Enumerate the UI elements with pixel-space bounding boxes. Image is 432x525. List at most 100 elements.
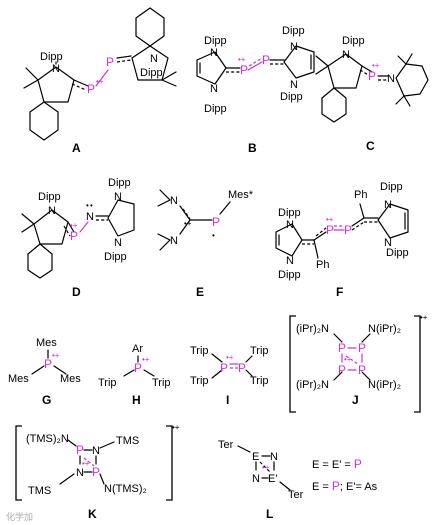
- atom-p: P: [358, 363, 366, 377]
- radical-cation-charge: •+: [172, 423, 180, 432]
- atom-n: N: [252, 473, 260, 485]
- legend-l-line-1: E = E' = P: [312, 457, 362, 471]
- trip-group: Trip: [152, 377, 171, 389]
- trip-group: Trip: [190, 375, 209, 387]
- radical-cation-charge: •+: [238, 55, 246, 64]
- label-j: J: [352, 393, 359, 407]
- atom-n: N: [114, 237, 122, 249]
- atom-n: N: [210, 47, 218, 59]
- structure-c: N Dipp P •+ N C: [315, 35, 429, 153]
- atom-n: N: [290, 41, 298, 53]
- terphenyl-group: Ter: [218, 439, 234, 451]
- tms-group: TMS: [28, 485, 51, 497]
- diisopropylamino-group: N(iPr)₂: [368, 323, 401, 335]
- atom-n: N: [342, 49, 350, 61]
- radical-cation-charge: •+: [262, 463, 270, 472]
- radical-cation-charge: •+: [344, 355, 352, 364]
- atom-n: N: [384, 199, 392, 211]
- structure-j: •+ (iPr)₂N N(iPr)₂ (iPr)₂N N(iPr)₂ P P P…: [289, 313, 428, 413]
- label-e: E: [196, 285, 204, 299]
- diisopropylamino-group: (iPr)₂N: [296, 379, 329, 391]
- atom-n: N: [384, 237, 392, 249]
- label-c: C: [366, 139, 375, 153]
- atom-n: N: [387, 73, 395, 85]
- radical-dot: •: [212, 231, 215, 240]
- atom-e-prime: E': [268, 473, 277, 485]
- structure-e: N N •+ P • Mes* E: [157, 189, 254, 299]
- dipp-group: Dipp: [140, 67, 163, 79]
- dipp-group: Dipp: [108, 177, 131, 189]
- trip-group: Trip: [250, 375, 269, 387]
- structure-d: N Dipp P •+ N • • N Dipp N Dipp D: [21, 177, 135, 299]
- atom-n: N: [290, 79, 298, 91]
- structure-i: Trip Trip Trip Trip P •+ P I: [190, 345, 269, 407]
- radical-cation-charge: •+: [82, 459, 90, 468]
- atom-p: P: [338, 363, 346, 377]
- radical-cation-charge: •+: [326, 215, 334, 224]
- label-a: A: [72, 141, 81, 155]
- atom-p: P: [87, 82, 95, 96]
- atom-n: N: [52, 63, 60, 75]
- atom-n: N: [286, 219, 294, 231]
- dipp-group: Dipp: [38, 191, 61, 203]
- atom-n: N: [92, 445, 100, 457]
- label-f: F: [336, 285, 343, 299]
- atom-p: P: [70, 229, 78, 243]
- radical-cation-charge: •+: [70, 221, 78, 230]
- dipp-group: Dipp: [386, 247, 409, 259]
- mes-group: Mes: [8, 373, 29, 385]
- atom-p: P: [358, 341, 366, 355]
- atom-n: N: [210, 83, 218, 95]
- dipp-group: Dipp: [278, 269, 301, 281]
- structure-f: N Dipp N Dipp Ph P •+ P Ph N Dipp N Dipp…: [275, 181, 409, 299]
- atom-p: P: [44, 357, 52, 371]
- atom-n: N: [270, 451, 278, 463]
- atom-n: N: [170, 235, 178, 247]
- tms-group: TMS: [116, 435, 139, 447]
- atom-p: P: [344, 223, 352, 237]
- atom-p: P: [240, 63, 248, 77]
- label-l: L: [266, 507, 273, 521]
- atom-p: P: [212, 215, 220, 229]
- atom-n: N: [114, 191, 122, 203]
- mes-group: Mes: [36, 337, 57, 349]
- dipp-group: Dipp: [204, 103, 227, 115]
- radical-cation-charge: •+: [52, 351, 60, 360]
- atom-n: N: [48, 205, 56, 217]
- diisopropylamino-group: N(iPr)₂: [368, 379, 401, 391]
- atom-n: N: [170, 195, 178, 207]
- atom-p: P: [134, 361, 142, 375]
- label-h: H: [132, 393, 141, 407]
- terphenyl-group: Ter: [288, 489, 304, 501]
- atom-p: P: [220, 361, 228, 375]
- radical-cation-charge: •+: [420, 313, 428, 322]
- structure-b: N Dipp N Dipp P •+ P N Dipp N Dipp B: [196, 25, 315, 155]
- dipp-group: Dipp: [104, 251, 127, 263]
- label-g: G: [42, 393, 51, 407]
- label-k: K: [88, 507, 97, 521]
- dipp-group: Dipp: [40, 51, 63, 63]
- structure-l: Ter E N •+ N E' Ter L E = E' = P E = P; …: [218, 439, 378, 521]
- radical-cation-charge: •+: [142, 355, 150, 364]
- radical-cation-charge: •+: [226, 353, 234, 362]
- mes-star-group: Mes*: [228, 189, 254, 201]
- phenyl-group: Ph: [354, 189, 367, 201]
- dipp-group: Dipp: [342, 35, 365, 47]
- atom-p: P: [76, 443, 84, 457]
- label-i: I: [226, 393, 229, 407]
- label-b: B: [248, 141, 257, 155]
- atom-p: P: [338, 341, 346, 355]
- dipp-group: Dipp: [204, 35, 227, 47]
- atom-n: N: [286, 255, 294, 267]
- atom-n: N: [76, 467, 84, 479]
- atom-p: P: [326, 223, 334, 237]
- phenyl-group: Ph: [316, 259, 329, 271]
- structure-g: Mes P •+ Mes Mes G: [8, 337, 81, 407]
- atom-p: P: [238, 361, 246, 375]
- diisopropylamino-group: (iPr)₂N: [296, 323, 329, 335]
- legend-l-line-2: E = P; E'= As: [312, 479, 378, 493]
- aryl-group: Ar: [132, 343, 143, 355]
- label-d: D: [72, 285, 81, 299]
- atom-n: N: [86, 211, 94, 223]
- dipp-group: Dipp: [380, 181, 403, 193]
